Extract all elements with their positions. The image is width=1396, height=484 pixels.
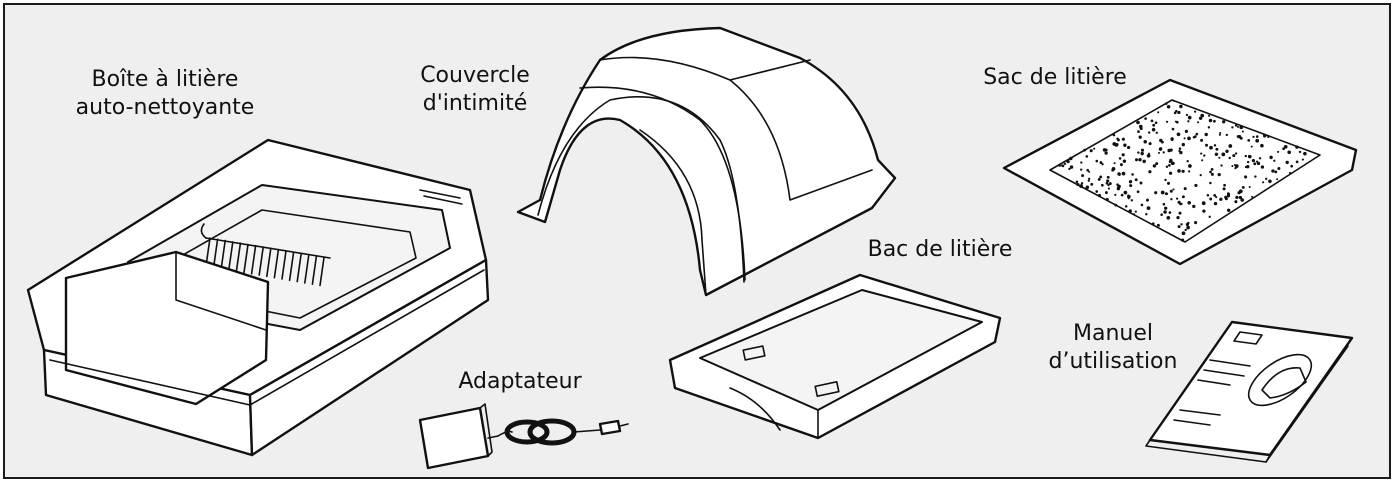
privacy-hood-label-line1: Couvercle [420, 63, 530, 88]
litter-box-label-line2: auto-nettoyante [75, 95, 255, 120]
litter-box-label: Boîte à litière auto-nettoyante [60, 66, 270, 122]
self-cleaning-litter-box-icon [26, 138, 490, 457]
litter-bag-icon [1002, 78, 1358, 266]
manual-label-line1: Manuel [1073, 321, 1153, 346]
privacy-hood-label-line2: d'intimité [422, 91, 528, 116]
manual-label-line2: d’utilisation [1048, 349, 1178, 374]
privacy-hood-icon [516, 26, 897, 297]
litter-box-label-line1: Boîte à litière [91, 67, 239, 92]
privacy-hood-label: Couvercle d'intimité [400, 62, 550, 118]
adapter-label: Adaptateur [458, 369, 582, 394]
user-manual-icon [1145, 320, 1354, 463]
litter-bag-label: Sac de litière [983, 65, 1127, 90]
litter-tray-icon [668, 273, 1002, 440]
adapter-icon [418, 403, 629, 470]
litter-tray-label: Bac de litière [867, 237, 1013, 262]
manual-label: Manuel d’utilisation [1028, 320, 1198, 376]
